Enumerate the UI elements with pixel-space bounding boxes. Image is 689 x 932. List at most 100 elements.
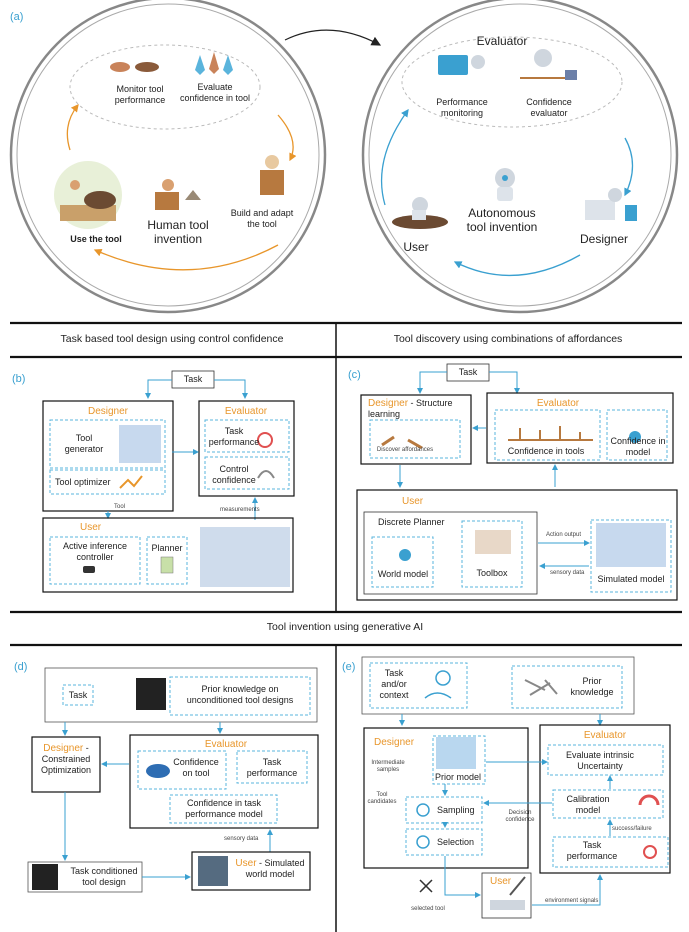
e-calibration: Calibration model <box>566 794 610 815</box>
evaluate-confidence-label: Evaluate confidence in tool <box>179 82 251 103</box>
b-task: Task <box>183 374 203 384</box>
bicep-icon <box>257 470 275 479</box>
d-user: User <box>235 858 257 869</box>
e-environment-signals: environment signals <box>545 898 599 904</box>
e-prior-knowledge: Prior knowledge <box>570 676 614 697</box>
c-sensory-data: sensory data <box>550 570 585 576</box>
c-evaluator: Evaluator <box>536 398 580 409</box>
tools-icon <box>524 679 558 696</box>
simulated-robot-image <box>596 523 666 567</box>
target-icon <box>257 432 273 448</box>
e-task-context: Task and/or context <box>379 668 409 700</box>
scissors-icon <box>419 879 433 893</box>
c-confidence-model: Confidence in model <box>610 436 666 457</box>
section-dividers <box>10 321 682 932</box>
d-confidence-task: Confidence in task performance model <box>185 798 263 819</box>
e-user: User <box>490 876 512 887</box>
target-icon <box>643 845 657 859</box>
toolbox-icon <box>475 530 511 554</box>
c-action-output: Action output <box>546 532 582 538</box>
build-adapt-label: Build and adapt the tool <box>230 208 294 229</box>
d-task-performance: Task performance <box>246 757 298 778</box>
user-robot-illustration <box>392 197 448 229</box>
panel-a <box>9 0 679 314</box>
b-active-inference: Active inference controller <box>62 541 128 562</box>
panel-d-label: (d) <box>14 661 28 673</box>
gauge-icon <box>638 794 660 806</box>
e-success-failure: success/failure <box>612 826 652 832</box>
c-confidence-tools: Confidence in tools <box>507 446 585 456</box>
simulation-image <box>200 527 290 587</box>
b-tool-generator: Tool generator <box>64 433 104 454</box>
designer-label: Designer <box>579 232 629 246</box>
elder-illustration <box>260 155 284 195</box>
noise-pattern-image <box>136 678 166 710</box>
c-toolbox: Toolbox <box>476 568 508 578</box>
e-evaluator: Evaluator <box>583 730 627 741</box>
c-simulated-model: Simulated model <box>597 574 665 584</box>
gears-icon <box>435 670 451 686</box>
e-prior-model: Prior model <box>434 772 482 782</box>
c-designer-suffix: - Structure learning <box>368 398 453 419</box>
globe-icon <box>629 431 641 443</box>
d-confidence-tool: Confidence on tool <box>173 757 219 778</box>
d-designer: Designer <box>43 743 84 754</box>
confidence-surface-icon <box>146 764 170 778</box>
e-task-performance: Task performance <box>566 840 618 861</box>
b-user: User <box>80 522 102 533</box>
table-icon <box>490 900 525 910</box>
b-tool-optimizer: Tool optimizer <box>55 477 111 487</box>
prior-model-image <box>436 737 476 769</box>
tool-bars-icon <box>508 426 593 441</box>
optimizer-plot-icon <box>119 475 143 489</box>
clipboard-icon <box>160 556 174 574</box>
panel-c-label: (c) <box>348 369 361 381</box>
e-decision-confidence: Decision confidence <box>505 810 535 823</box>
d-task-conditioned: Task conditioned tool design <box>70 866 138 887</box>
panel-b <box>42 370 295 593</box>
d-evaluator: Evaluator <box>204 739 248 750</box>
hand-icon <box>424 692 452 699</box>
d-designer-suffix: - Constrained Optimization <box>40 743 92 775</box>
e-selection: Selection <box>437 837 475 847</box>
c-user: User <box>402 496 424 507</box>
tool-design-image <box>32 864 58 890</box>
section-b-title: Task based tool design using control con… <box>60 333 284 345</box>
sampling-gear-icon <box>416 803 430 817</box>
b-tool-edge: Tool <box>114 504 126 510</box>
e-tool-candidates: Tool candidates <box>367 792 397 805</box>
use-tool-label: Use the tool <box>70 234 122 244</box>
b-task-performance: Task performance <box>208 426 260 447</box>
panel-c <box>356 363 678 601</box>
e-designer: Designer <box>374 737 415 748</box>
e-selected-tool: selected tool <box>411 906 445 912</box>
section-c-title: Tool discovery using combinations of aff… <box>393 333 623 345</box>
tool-monitor-illustration <box>110 62 159 72</box>
evaluator-title: Evaluator <box>476 34 528 48</box>
panel-d <box>27 667 319 893</box>
stone-age-man-illustration <box>155 179 201 210</box>
spear-tips-illustration <box>195 52 233 75</box>
e-intermediate: Intermediate samples <box>371 760 405 773</box>
panel-a-label: (a) <box>10 11 24 23</box>
c-designer: Designer <box>368 398 409 409</box>
performance-monitoring-label: Performance monitoring <box>436 97 488 118</box>
d-task: Task <box>68 690 88 700</box>
gamepad-icon <box>83 566 95 573</box>
c-task: Task <box>458 367 478 377</box>
monitor-tool-label: Monitor tool performance <box>114 84 166 105</box>
d-sensory-data: sensory data <box>224 836 259 842</box>
b-control-confidence: Control confidence <box>212 464 256 485</box>
c-world-model: World model <box>377 569 429 579</box>
b-evaluator: Evaluator <box>224 406 268 417</box>
world-model-image <box>198 856 228 886</box>
human-invention-label: Human tool invention <box>147 218 209 246</box>
user-label: User <box>403 240 429 254</box>
selection-gear-icon <box>416 835 430 849</box>
b-measurements-edge: measurements <box>220 507 260 513</box>
hunter-illustration <box>54 161 122 229</box>
d-user-suffix: - Simulated world model <box>245 858 305 879</box>
panel-e <box>361 656 671 919</box>
e-intrinsic: Evaluate intrinsic Uncertainty <box>565 750 635 771</box>
